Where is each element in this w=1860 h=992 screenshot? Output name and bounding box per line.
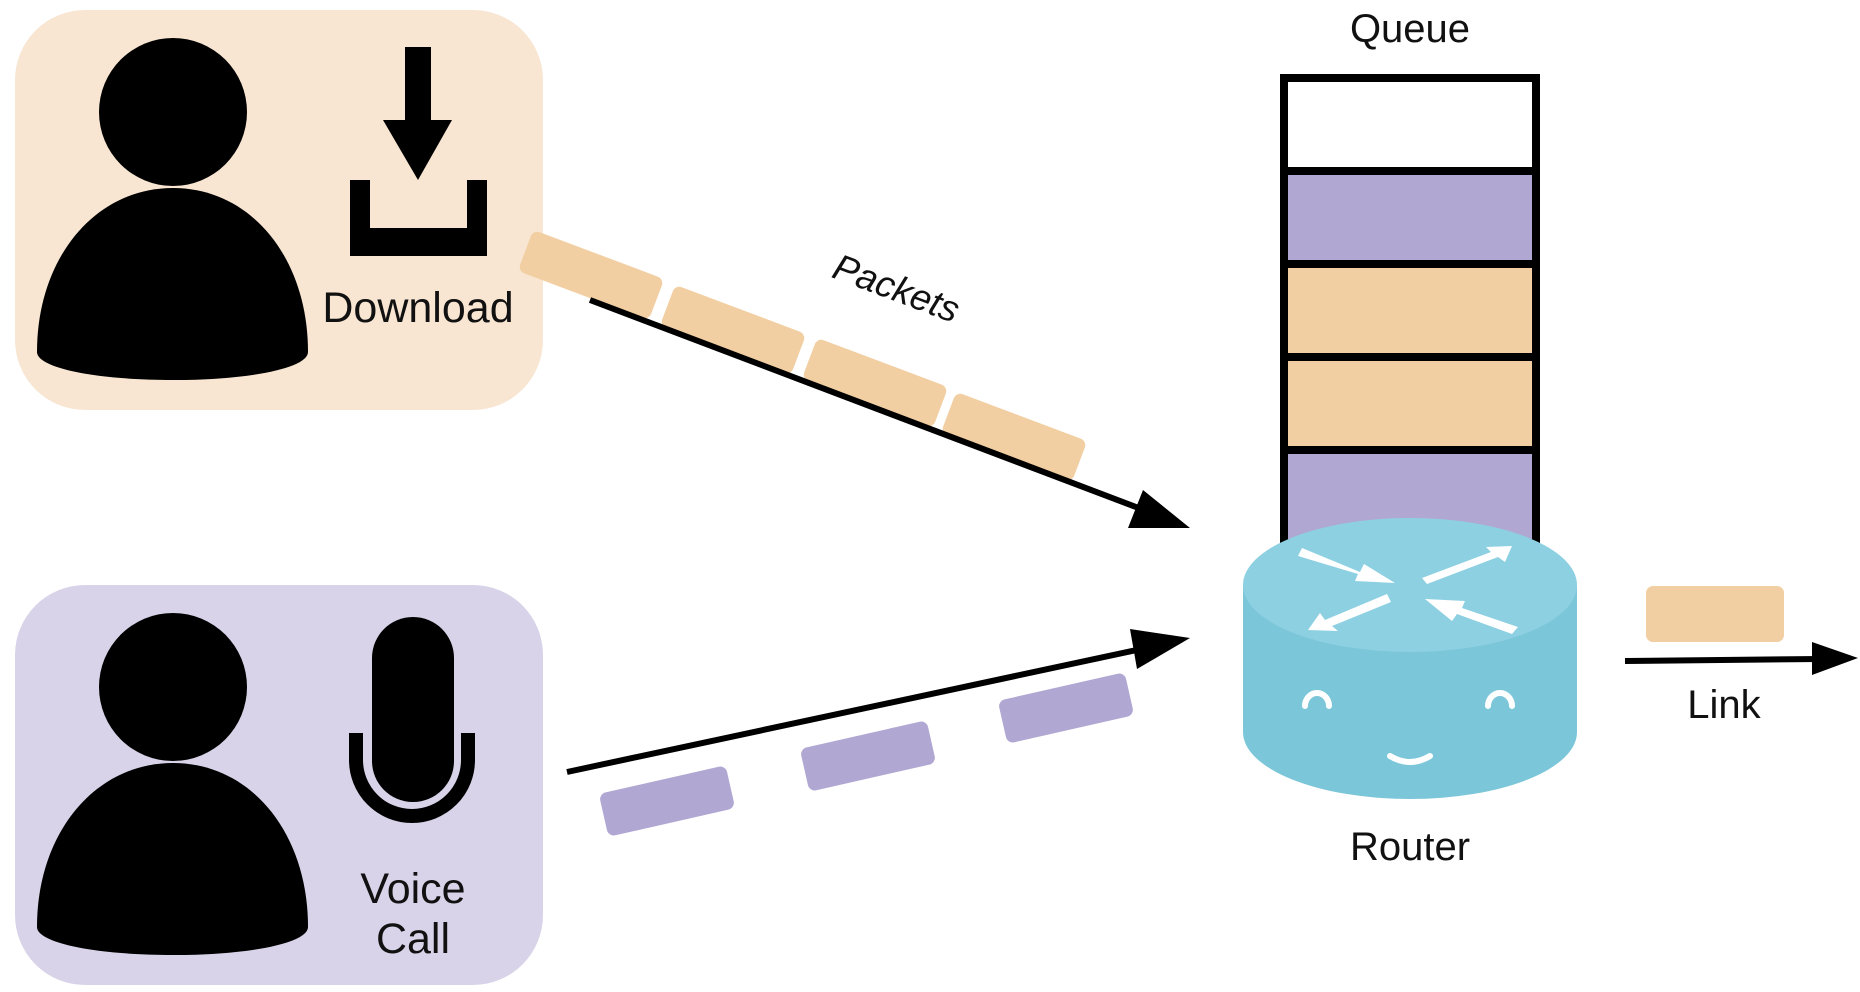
- voice-packet: [801, 721, 935, 791]
- queue-slot-empty: [1280, 74, 1540, 175]
- link-packet: [1646, 586, 1784, 642]
- queue-slot-voice: [1280, 167, 1540, 268]
- router-arrows-icon: [1298, 546, 1518, 634]
- download-label: Download: [322, 284, 513, 332]
- queue: Queue: [1280, 7, 1540, 547]
- download-arrow: [588, 297, 1167, 521]
- router-left-eye: [1302, 690, 1332, 709]
- queue-label: Queue: [1350, 7, 1470, 51]
- router-right-eye: [1485, 690, 1515, 709]
- router-smile: [1387, 753, 1433, 765]
- download-user-panel: Download: [15, 10, 543, 410]
- router-label: Router: [1350, 825, 1470, 869]
- router-top: [1243, 518, 1577, 652]
- download-packet: [942, 393, 1086, 481]
- microphone-icon: [349, 617, 475, 823]
- download-packet: [661, 286, 805, 374]
- voice-arrow: [566, 642, 1161, 775]
- voice-person-icon: [37, 613, 308, 955]
- voice-packet: [600, 766, 734, 836]
- voice-arrowhead: [1130, 629, 1190, 669]
- router-icon: Router: [1243, 518, 1577, 869]
- router-face: [1302, 690, 1515, 765]
- download-icon: [350, 47, 487, 256]
- voice-label-line1: Voice: [360, 865, 465, 913]
- queue-slot-download: [1280, 260, 1540, 361]
- queue-slot-download: [1280, 353, 1540, 454]
- download-packet: [519, 231, 663, 319]
- voice-label-line2: Call: [376, 915, 450, 963]
- voice-user-panel: Voice Call: [15, 585, 543, 985]
- link-label: Link: [1687, 683, 1761, 727]
- voice-packet: [999, 673, 1133, 743]
- link-arrowhead: [1812, 642, 1858, 675]
- download-arrowhead: [1128, 490, 1190, 528]
- download-packet-stream: Packets: [519, 231, 1190, 528]
- queue-slots: [1280, 74, 1540, 547]
- packets-label: Packets: [828, 246, 966, 331]
- download-person-icon: [37, 38, 308, 380]
- link-arrow: [1624, 656, 1821, 664]
- voice-packet-stream: [566, 629, 1190, 836]
- download-packet: [803, 339, 947, 427]
- outgoing-link: Link: [1624, 586, 1858, 727]
